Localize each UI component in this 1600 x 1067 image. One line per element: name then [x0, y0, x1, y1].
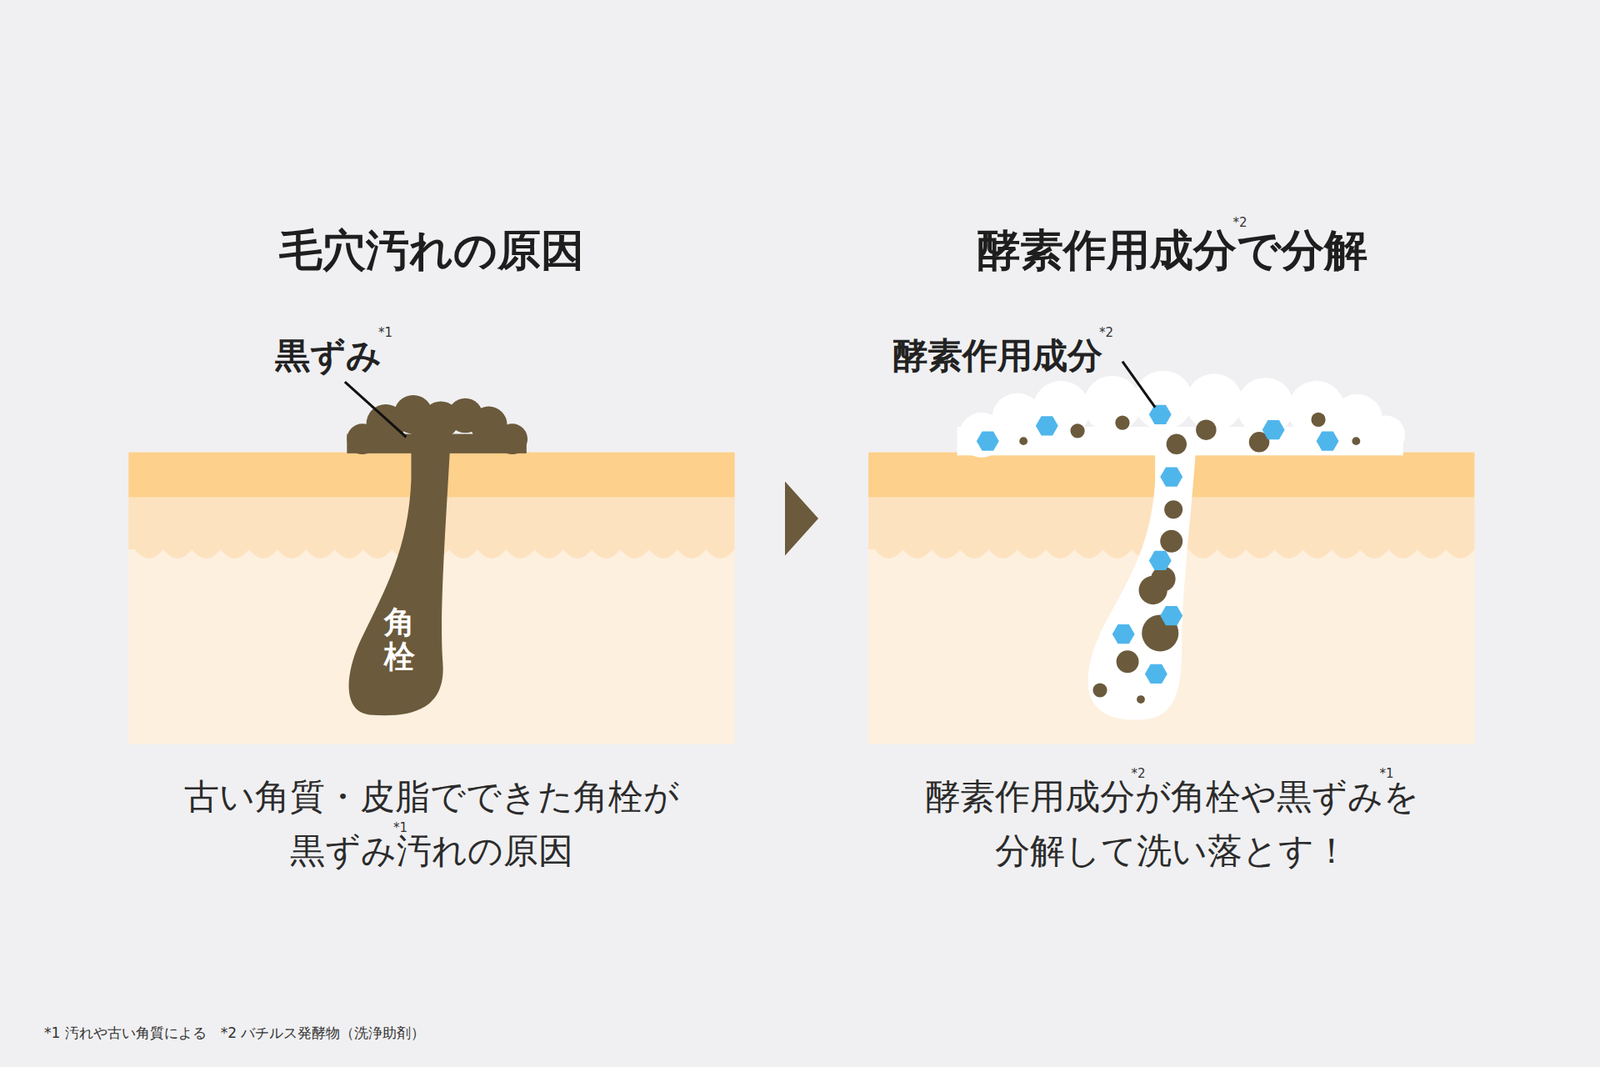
callout-label: 酵素作用成分 — [892, 335, 1103, 377]
footnote-mark: *1 — [1380, 767, 1395, 780]
dirt-particles — [1019, 412, 1360, 704]
dirt-dot — [1164, 500, 1183, 519]
dirt-dot — [1195, 419, 1216, 440]
footnote-mark: *2 — [1099, 326, 1114, 340]
dirt-dot — [1019, 436, 1028, 445]
callout-label: 黒ずみ — [275, 335, 382, 377]
flow-arrow — [735, 518, 869, 520]
dirt-dot — [1070, 423, 1085, 438]
foam — [957, 370, 1406, 720]
panel-caption: 酵素作用成分が角栓や黒ずみを 分解して洗い落とす！ — [880, 769, 1464, 878]
enzyme-hexagon — [1149, 550, 1172, 570]
enzyme-hexagon — [1160, 466, 1183, 486]
dirt-dot — [1351, 436, 1360, 445]
footnote-mark: *1 — [393, 821, 408, 835]
enzyme-hexagon — [1035, 415, 1059, 435]
leader-line — [1122, 361, 1155, 408]
footnote-mark: *2 — [1233, 216, 1248, 230]
leader-line — [345, 381, 406, 437]
enzyme-hexagon — [1160, 605, 1183, 625]
enzyme-hexagon — [976, 431, 1000, 451]
panel-title: 酵素作用成分で分解 — [976, 224, 1368, 276]
dirt-dot — [1139, 575, 1168, 605]
panel-node: 毛穴汚れの原因古い角質・皮脂でできた角栓が 黒ずみ汚れの原因 — [128, 224, 735, 878]
panel-caption: 古い角質・皮脂でできた角栓が 黒ずみ汚れの原因 — [140, 769, 724, 878]
dirt-dot — [1160, 530, 1183, 553]
footnote-mark: *1 — [378, 326, 393, 340]
enzyme-hexagon — [1149, 405, 1172, 425]
enzyme-particles — [976, 405, 1340, 684]
enzyme-hexagon — [1262, 420, 1285, 440]
enzyme-hexagon — [1112, 624, 1135, 644]
dirt-dot — [1310, 412, 1325, 427]
panel-title: 毛穴汚れの原因 — [279, 224, 585, 276]
dirt-dot — [1116, 650, 1140, 673]
dirt-dot — [1115, 415, 1130, 430]
sebum-plug — [346, 395, 528, 715]
enzyme-hexagon — [1145, 664, 1168, 684]
enzyme-hexagon — [1316, 431, 1340, 451]
footnote: *1 汚れや古い角質による *2 バチルス発酵物（洗浄助剤） — [44, 1024, 425, 1041]
dirt-dot — [1166, 434, 1187, 455]
dirt-dot — [1092, 682, 1107, 697]
dirt-dot — [1136, 695, 1145, 704]
part-label: 角栓 — [384, 605, 415, 674]
footnote-mark: *2 — [1131, 767, 1146, 780]
